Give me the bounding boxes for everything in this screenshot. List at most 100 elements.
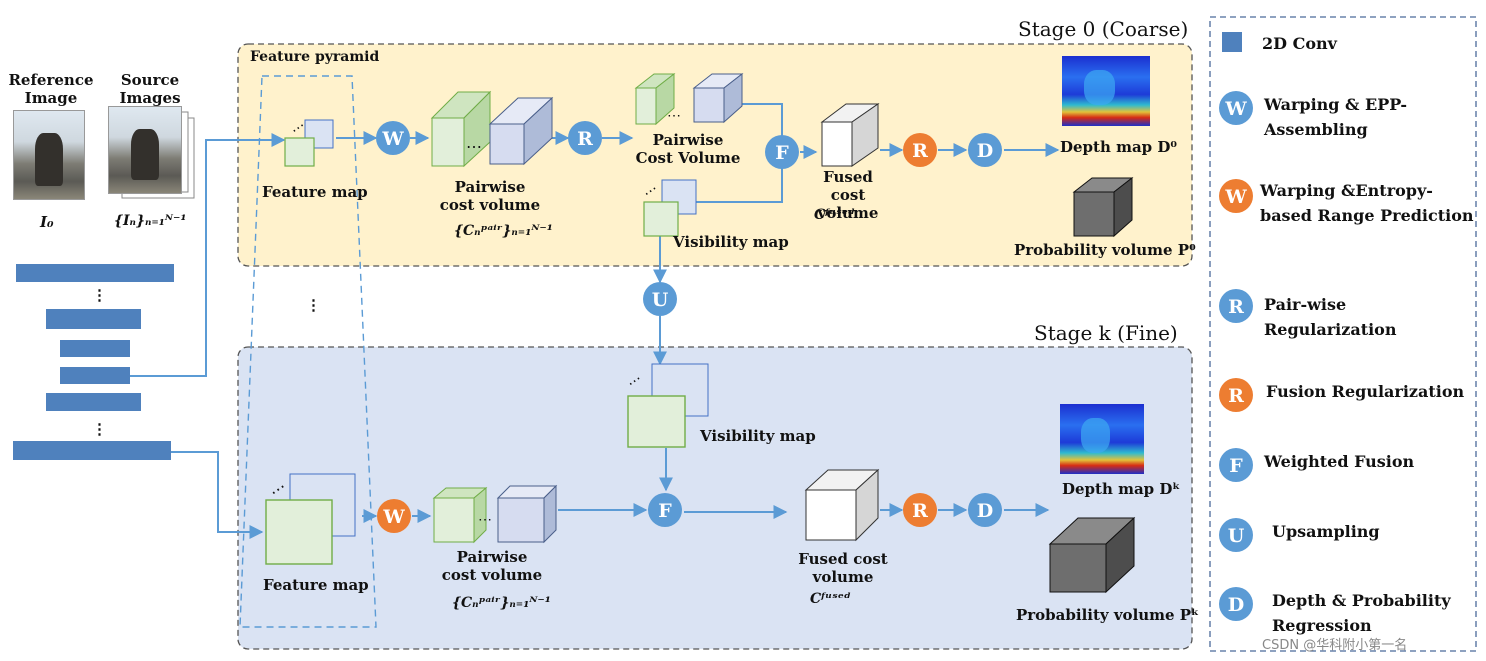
feature-map-k-label: Feature map — [263, 576, 369, 594]
fused-cube — [820, 103, 880, 167]
conv-layer — [60, 367, 130, 384]
node-letter: D — [1228, 594, 1244, 616]
legend-node-d: D — [1219, 587, 1253, 621]
node-w-blue-0: W — [376, 121, 410, 155]
node-r-orange-k: R — [903, 493, 937, 527]
legend-node-u: U — [1219, 518, 1253, 552]
fused-cube-k — [804, 468, 880, 542]
node-letter: F — [775, 142, 789, 164]
node-letter: U — [652, 289, 669, 311]
node-letter: D — [977, 500, 993, 522]
conv-stack-ellipsis-bottom: ⋮ — [92, 420, 107, 438]
pairwise-formula-k: {Cₙᵖᵃⁱʳ}ₙ₌₁ᴺ⁻¹ — [452, 595, 551, 611]
node-letter: R — [1228, 296, 1244, 318]
watermark: CSDN @华科附小第一名 — [1262, 638, 1408, 653]
legend-conv-label: 2D Conv — [1262, 34, 1337, 53]
conv-layer — [13, 441, 171, 460]
node-r-orange-0: R — [903, 133, 937, 167]
node-f-blue-k: F — [648, 493, 682, 527]
feature-pyramid-outline — [239, 75, 377, 628]
node-w-orange-k: W — [377, 499, 411, 533]
legend-conv-swatch — [1222, 32, 1242, 52]
arrow-conv-to-stagek — [171, 451, 264, 539]
connections — [130, 103, 1060, 539]
pairwise-cost-volume-k-label: Pairwise cost volume — [441, 548, 543, 584]
stagek-title: Stage k (Fine) — [1034, 321, 1178, 345]
visibility-map-k-label: Visibility map — [700, 427, 816, 445]
node-letter: U — [1228, 525, 1245, 547]
legend-depth-prob-label: Depth & Probability Regression — [1272, 591, 1451, 635]
reference-image — [13, 110, 85, 200]
legend-weighted-fusion-label: Weighted Fusion — [1264, 452, 1415, 471]
node-f-blue-0: F — [765, 135, 799, 169]
visibility-map-front — [643, 201, 679, 237]
line-vis-to-f0 — [680, 168, 783, 203]
feature-map-front — [284, 137, 315, 167]
pairwise-cost-volume-2-label: Pairwise Cost Volume — [635, 131, 741, 167]
node-d-blue-k: D — [968, 493, 1002, 527]
node-letter: W — [1224, 98, 1247, 120]
node-d-blue-0: D — [968, 133, 1002, 167]
pcv-cube-blue — [692, 72, 744, 124]
legend-fusion-reg-label: Fusion Regularization — [1266, 382, 1465, 401]
legend-node-w-blue: W — [1219, 91, 1253, 125]
probability-volume-0 — [1072, 176, 1134, 238]
fused-cost-volume-label: Fused cost volume — [817, 168, 879, 222]
cost-volume-k-blue — [496, 484, 558, 544]
cost-volume-k-green — [432, 486, 488, 544]
node-letter: D — [977, 140, 993, 162]
legend-panel — [1209, 16, 1477, 652]
conv-layer — [16, 264, 174, 282]
legend-node-w-orange: W — [1219, 179, 1253, 213]
node-letter: F — [1229, 455, 1243, 477]
reference-symbol: I₀ — [40, 213, 54, 231]
conv-layer — [46, 309, 141, 329]
conv-layer — [60, 340, 130, 357]
cost-volume-cube-blue — [488, 96, 554, 166]
probability-volume-k-label: Probability volume Pᵏ — [1016, 606, 1199, 624]
pairwise-cost-volume-label: Pairwise cost volume — [439, 178, 541, 214]
feature-map-label: Feature map — [262, 183, 368, 201]
reference-image-label: Reference Image — [8, 71, 94, 107]
node-letter: W — [1224, 186, 1247, 208]
node-letter: R — [1228, 385, 1244, 407]
cost-volume-cube-green — [430, 90, 492, 168]
nodes: W R F R D U W F R D W W R R F U D — [376, 91, 1253, 621]
legend-node-r-blue: R — [1219, 289, 1253, 323]
probability-volume-k — [1048, 516, 1136, 594]
fused-symbol: Cᶠᵘˢᵉᵈ — [814, 207, 855, 223]
source-images-label: Source Images — [119, 71, 181, 107]
legend-warp-entropy-label: Warping &Entropy-based Range Prediction — [1260, 181, 1474, 225]
node-r-blue-0: R — [568, 121, 602, 155]
legend-node-r-orange: R — [1219, 378, 1253, 412]
node-u: U — [643, 282, 677, 316]
node-letter: W — [382, 506, 405, 528]
node-letter: R — [912, 140, 928, 162]
legend-warp-epp-label: Warping & EPP-Assembling — [1264, 95, 1408, 139]
cost-volume-k-dots: ⋯ — [478, 512, 492, 528]
visibility-map-k-front — [627, 395, 686, 448]
legend-upsampling-label: Upsampling — [1272, 522, 1380, 541]
node-letter: F — [658, 500, 672, 522]
node-letter: R — [912, 500, 928, 522]
fused-symbol-k: Cᶠᵘˢᵉᵈ — [810, 591, 851, 607]
conv-stack-ellipsis-top: ⋮ — [92, 286, 107, 304]
feature-map-k-front — [265, 499, 333, 565]
fused-cost-volume-k-label: Fused cost volume — [798, 550, 888, 586]
stagek-panel — [237, 346, 1193, 650]
legend-pairwise-reg-label: Pair-wise Regularization — [1264, 295, 1397, 339]
arrow-conv-to-stage0 — [130, 133, 286, 377]
pyramid-ellipsis: ⋮ — [306, 296, 321, 314]
probability-volume-0-label: Probability volume P⁰ — [1014, 241, 1196, 259]
source-image — [108, 106, 182, 194]
depth-map-0 — [1062, 56, 1150, 126]
depth-map-k — [1060, 404, 1144, 474]
pairwise-formula: {Cₙᵖᵃⁱʳ}ₙ₌₁ᴺ⁻¹ — [454, 223, 553, 239]
node-letter: R — [577, 128, 593, 150]
stage0-title: Stage 0 (Coarse) — [1018, 17, 1189, 41]
pcv-dots: ⋯ — [667, 108, 681, 124]
conv-layer — [46, 393, 141, 411]
depth-map-0-label: Depth map D⁰ — [1060, 138, 1177, 156]
feature-pyramid-label: Feature pyramid — [250, 49, 380, 65]
